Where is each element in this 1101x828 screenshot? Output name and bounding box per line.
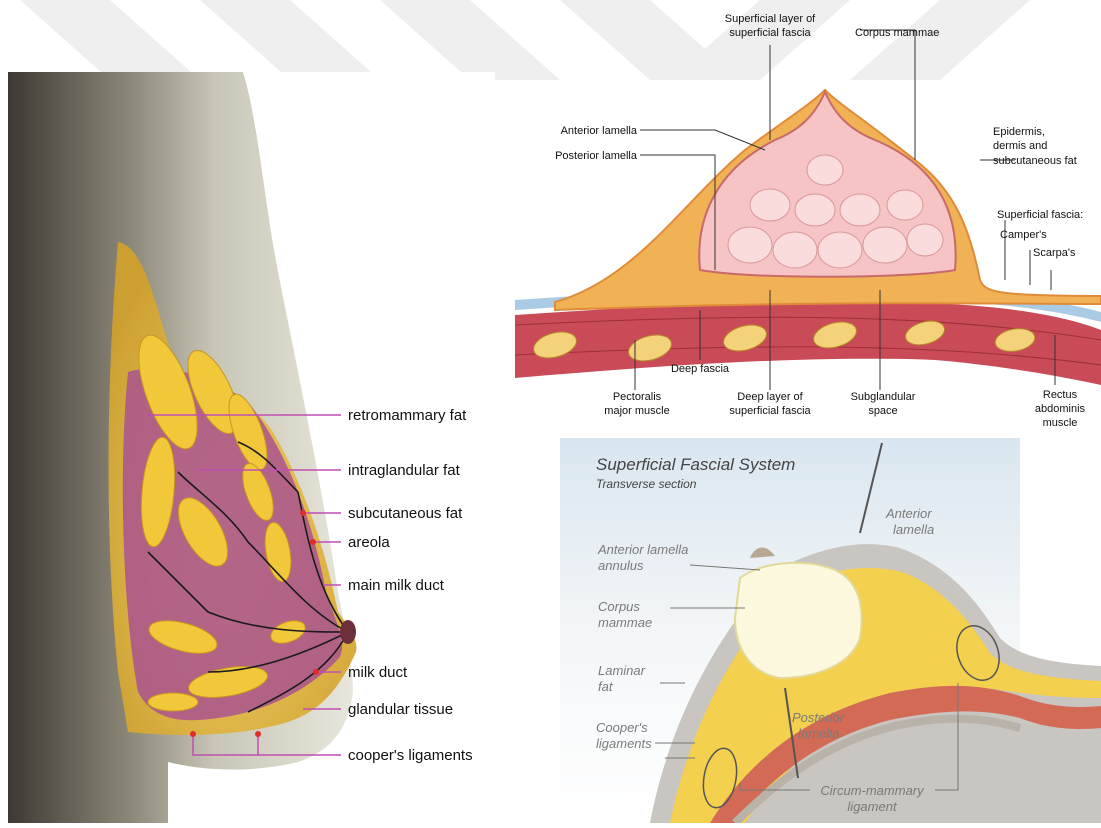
label-corpus-2: mammae	[598, 615, 652, 630]
label-milk-duct: milk duct	[348, 664, 408, 681]
breast-anatomy-illustration: retromammary fat intraglandular fat subc…	[8, 72, 495, 823]
label-coopers-1: Cooper's	[596, 720, 648, 735]
label-rectus-3: muscle	[1043, 417, 1078, 429]
label-posterior-lamella: Posterior lamella	[555, 150, 638, 162]
nipple	[340, 620, 356, 644]
label-superficial-fascia-1: Superficial fascia:	[997, 209, 1083, 221]
label-annulus-2: annulus	[598, 558, 644, 573]
label-anterior-lamella-2: lamella	[893, 522, 934, 537]
corpus-mammae-blob	[735, 563, 862, 678]
label-intraglandular-fat: intraglandular fat	[348, 462, 461, 479]
label-epidermis-1: Epidermis,	[993, 126, 1045, 138]
label-epidermis-3: subcutaneous fat	[993, 155, 1077, 167]
label-main-milk-duct: main milk duct	[348, 577, 445, 594]
label-deep-layer-2: superficial fascia	[729, 405, 811, 417]
label-superficial-layer-1: Superficial layer of	[725, 13, 816, 25]
fascial-title: Superficial Fascial System	[596, 455, 795, 474]
label-subcutaneous-fat: subcutaneous fat	[348, 505, 463, 522]
superficial-fascial-system-illustration: Superficial Fascial System Transverse se…	[560, 438, 1101, 823]
label-circum-1: Circum-mammary	[820, 783, 925, 798]
label-anterior-lamella: Anterior lamella	[561, 125, 638, 137]
fascial-subtitle: Transverse section	[596, 477, 697, 491]
label-glandular-tissue: glandular tissue	[348, 701, 453, 718]
label-circum-2: ligament	[847, 799, 898, 814]
label-superficial-fascia-3: Scarpa's	[1033, 247, 1076, 259]
label-corpus-mammae: Corpus mammae	[855, 27, 939, 39]
label-coopers-ligaments: cooper's ligaments	[348, 747, 473, 764]
label-areola: areola	[348, 534, 390, 551]
label-subglandular-1: Subglandular	[851, 391, 916, 403]
label-deep-fascia: Deep fascia	[671, 363, 730, 375]
label-superficial-fascia-2: Camper's	[1000, 229, 1047, 241]
label-rectus-1: Rectus	[1043, 389, 1078, 401]
label-pectoralis-1: Pectoralis	[613, 391, 662, 403]
label-retromammary-fat: retromammary fat	[348, 407, 467, 424]
label-coopers-2: ligaments	[596, 736, 652, 751]
label-pectoralis-2: major muscle	[604, 405, 669, 417]
label-laminar-2: fat	[598, 679, 614, 694]
label-annulus-1: Anterior lamella	[597, 542, 688, 557]
label-anterior-lamella-1: Anterior	[885, 506, 932, 521]
label-deep-layer-1: Deep layer of	[737, 391, 803, 403]
label-superficial-layer-2: superficial fascia	[729, 27, 811, 39]
label-epidermis-2: dermis and	[993, 140, 1047, 152]
breast-sagittal-section: Superficial layer of superficial fascia …	[515, 0, 1101, 440]
label-rectus-2: abdominis	[1035, 403, 1086, 415]
label-posterior-2: lamella	[798, 726, 839, 741]
label-laminar-1: Laminar	[598, 663, 646, 678]
label-subglandular-2: space	[868, 405, 897, 417]
label-corpus-1: Corpus	[598, 599, 640, 614]
label-posterior-1: Posterior	[792, 710, 845, 725]
